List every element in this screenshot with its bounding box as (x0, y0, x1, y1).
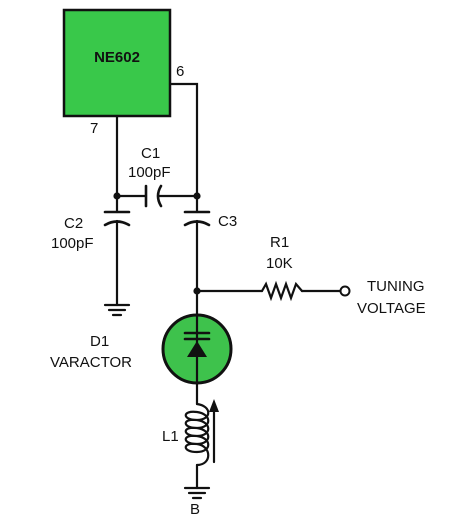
c2-plate-curved (103, 220, 131, 227)
c3-plate-curved (183, 220, 211, 227)
varactor-d1: D1 VARACTOR (50, 313, 233, 385)
capacitor-c1: C1 100pF (128, 145, 171, 208)
c2-value: 100pF (51, 235, 94, 252)
tuning-label-line1: TUNING (367, 278, 425, 295)
capacitor-c2: C2 100pF (51, 210, 131, 252)
ne602-ic: NE602 6 7 (62, 8, 184, 137)
d1-ref: D1 (90, 333, 109, 350)
r1-value: 10K (266, 255, 293, 272)
c1-value: 100pF (128, 164, 171, 181)
c1-plate-curved (156, 184, 163, 208)
resistor-r1: R1 10K (260, 234, 304, 302)
d1-type: VARACTOR (50, 354, 132, 371)
junction-dot (193, 287, 201, 295)
ic-name: NE602 (94, 49, 140, 66)
tuning-terminal: TUNING VOLTAGE (339, 278, 426, 317)
junction-dot (193, 192, 201, 200)
ground-symbol-c2 (103, 303, 131, 317)
junction-dot (113, 192, 121, 200)
pin-6-label: 6 (176, 63, 184, 80)
inductor-l1: L1 (162, 399, 219, 467)
c3-ref: C3 (218, 213, 237, 230)
ground-symbol-b: B (183, 486, 211, 518)
ic-body (62, 8, 172, 118)
pin-7-label: 7 (90, 120, 98, 137)
tuning-label-line2: VOLTAGE (357, 300, 426, 317)
capacitor-c3: C3 (183, 210, 237, 230)
terminal-circle (339, 285, 351, 297)
c1-ref: C1 (141, 145, 160, 162)
ground-b-label: B (190, 501, 200, 518)
diode-triangle (187, 341, 207, 357)
tuning-arrow-head-icon (209, 399, 219, 412)
r1-ref: R1 (270, 234, 289, 251)
l1-ref: L1 (162, 428, 179, 445)
c2-ref: C2 (64, 215, 83, 232)
pin6-wire (168, 82, 199, 214)
coil-windings (184, 402, 210, 467)
r1-zigzag (260, 280, 304, 302)
junctions (113, 192, 201, 295)
